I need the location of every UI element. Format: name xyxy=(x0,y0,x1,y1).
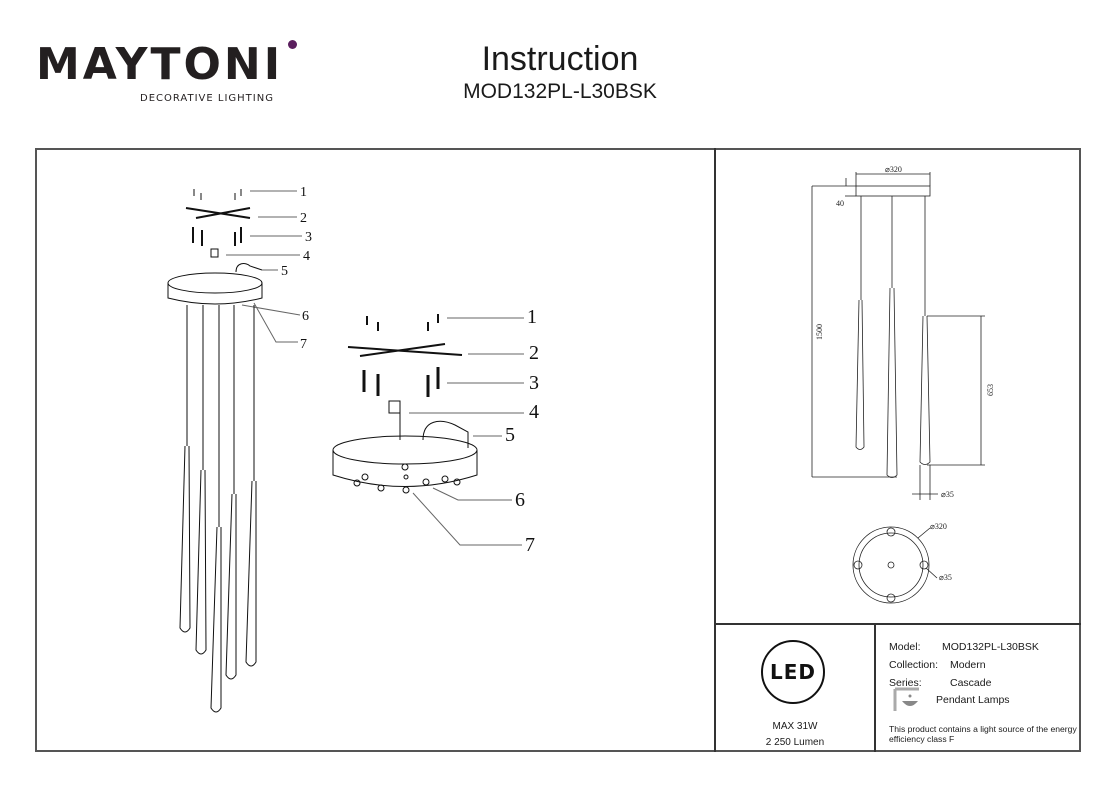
side-shade-right xyxy=(919,315,931,465)
small-safety-cable-icon xyxy=(235,263,263,273)
callout-3: 3 xyxy=(529,372,539,394)
callout-5: 5 xyxy=(505,424,515,446)
callout-3-small: 3 xyxy=(305,230,312,245)
spec-divider-vertical xyxy=(874,623,876,752)
brand-logo: MAYTONI DECORATIVE LIGHTING xyxy=(36,40,336,112)
callout-7: 7 xyxy=(525,534,535,556)
brand-accent-dot xyxy=(288,40,297,49)
large-bracket-icon xyxy=(347,343,463,357)
small-canopy-icon xyxy=(167,272,263,305)
callout-5-small: 5 xyxy=(281,264,288,279)
led-icon-text: LED xyxy=(769,660,816,684)
dimension-drawing: ⌀320 40 1500 653 ⌀35 ⌀320 ⌀35 xyxy=(811,165,995,604)
callout-4-small: 4 xyxy=(303,249,310,264)
model-code: MOD132PL-L30BSK xyxy=(463,80,657,103)
dim-top-canopy-diameter: ⌀320 xyxy=(930,522,947,531)
collection-value: Modern xyxy=(950,659,986,671)
large-screws-icon xyxy=(366,314,439,331)
type-value: Pendant Lamps xyxy=(936,694,1010,706)
large-anchors-icon xyxy=(362,367,440,397)
max-power: MAX 31W xyxy=(772,721,818,732)
small-screws-icon xyxy=(193,189,242,200)
brand-tagline: DECORATIVE LIGHTING xyxy=(140,93,274,104)
dim-shade-length: 653 xyxy=(986,384,995,396)
callout-4: 4 xyxy=(529,401,539,423)
assembly-diagram: 1 2 3 4 5 6 7 1 2 3 4 5 6 7 xyxy=(167,185,539,713)
large-canopy-icon xyxy=(332,435,478,494)
dim-total-height: 1500 xyxy=(815,324,824,340)
instruction-frame xyxy=(35,148,1081,752)
dim-shade-diameter: ⌀35 xyxy=(941,490,954,499)
small-bracket-icon xyxy=(185,207,251,219)
callout-2-small: 2 xyxy=(300,211,307,226)
small-terminal-block-icon xyxy=(210,248,219,258)
model-label: Model: xyxy=(889,641,921,653)
callout-2: 2 xyxy=(529,342,539,364)
dim-canopy-diameter: ⌀320 xyxy=(885,165,902,174)
pendant-lamp-icon xyxy=(893,687,919,711)
model-value: MOD132PL-L30BSK xyxy=(942,641,1039,653)
pendant-tubes xyxy=(179,305,257,713)
callout-1: 1 xyxy=(527,306,537,328)
large-safety-cable-icon xyxy=(399,413,469,448)
series-label: Series: xyxy=(889,677,922,689)
dim-canopy-height: 40 xyxy=(836,199,844,208)
callout-1-small: 1 xyxy=(300,185,307,200)
callout-6-small: 6 xyxy=(302,309,309,324)
callout-7-small: 7 xyxy=(300,337,307,352)
led-icon: LED xyxy=(761,640,825,704)
frame-divider-horizontal xyxy=(714,623,1081,625)
side-shade-middle xyxy=(886,287,898,478)
side-canopy xyxy=(855,185,931,197)
luminous-flux: 2 250 Lumen xyxy=(765,737,825,748)
top-view-canopy xyxy=(852,526,930,604)
brand-name: MAYTONI xyxy=(36,39,284,90)
frame-divider-vertical xyxy=(714,148,716,752)
side-shade-left xyxy=(855,299,865,450)
dim-top-shade-diameter: ⌀35 xyxy=(939,573,952,582)
large-terminal-block-icon xyxy=(388,400,401,414)
callout-6: 6 xyxy=(515,489,525,511)
energy-class-note: This product contains a light source of … xyxy=(889,724,1077,744)
small-anchors-icon xyxy=(192,227,242,246)
collection-label: Collection: xyxy=(889,659,939,671)
series-value: Cascade xyxy=(950,677,992,689)
page-title: Instruction xyxy=(481,40,639,78)
